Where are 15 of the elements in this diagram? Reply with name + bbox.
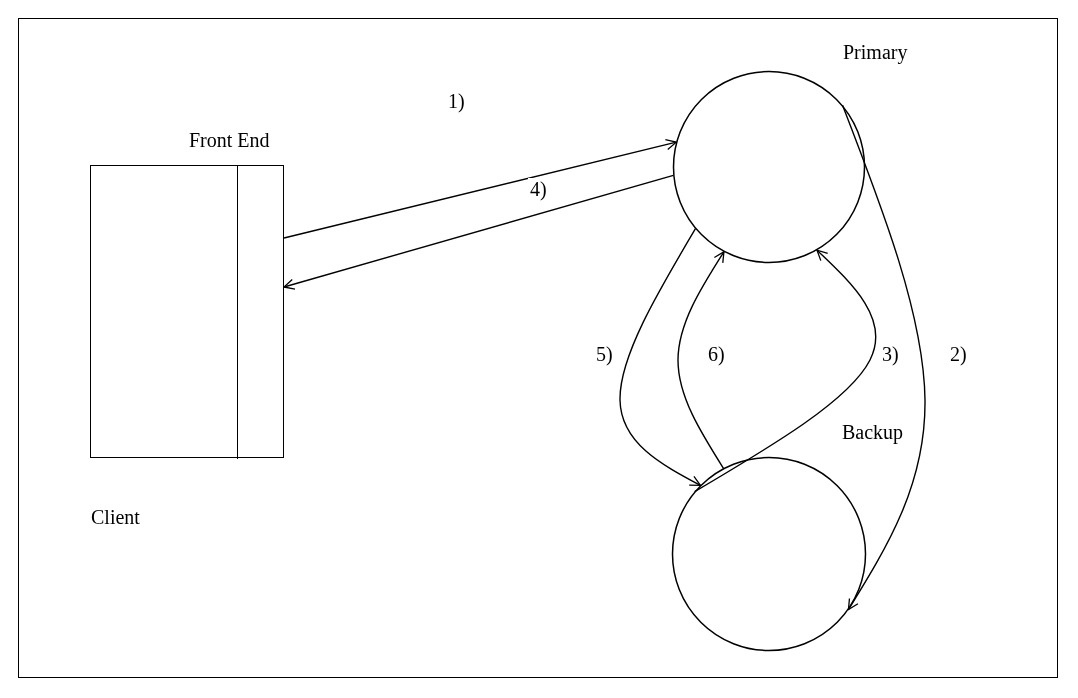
node-label: Client — [91, 506, 140, 528]
node-label: Primary — [843, 41, 908, 63]
arrow — [283, 139, 677, 239]
arrow — [283, 174, 675, 290]
edge-label: 3) — [880, 343, 901, 365]
edge-label: 6) — [706, 343, 727, 365]
arrow — [677, 251, 725, 470]
node-label: Backup — [842, 421, 904, 443]
arrow — [694, 249, 877, 493]
node-label: Front End — [189, 129, 270, 151]
edge-label: 1) — [446, 90, 467, 112]
edge-label: 4) — [528, 178, 549, 200]
edge-label: 5) — [594, 343, 615, 365]
arrow — [619, 228, 702, 487]
edge-label: 2) — [948, 343, 969, 365]
